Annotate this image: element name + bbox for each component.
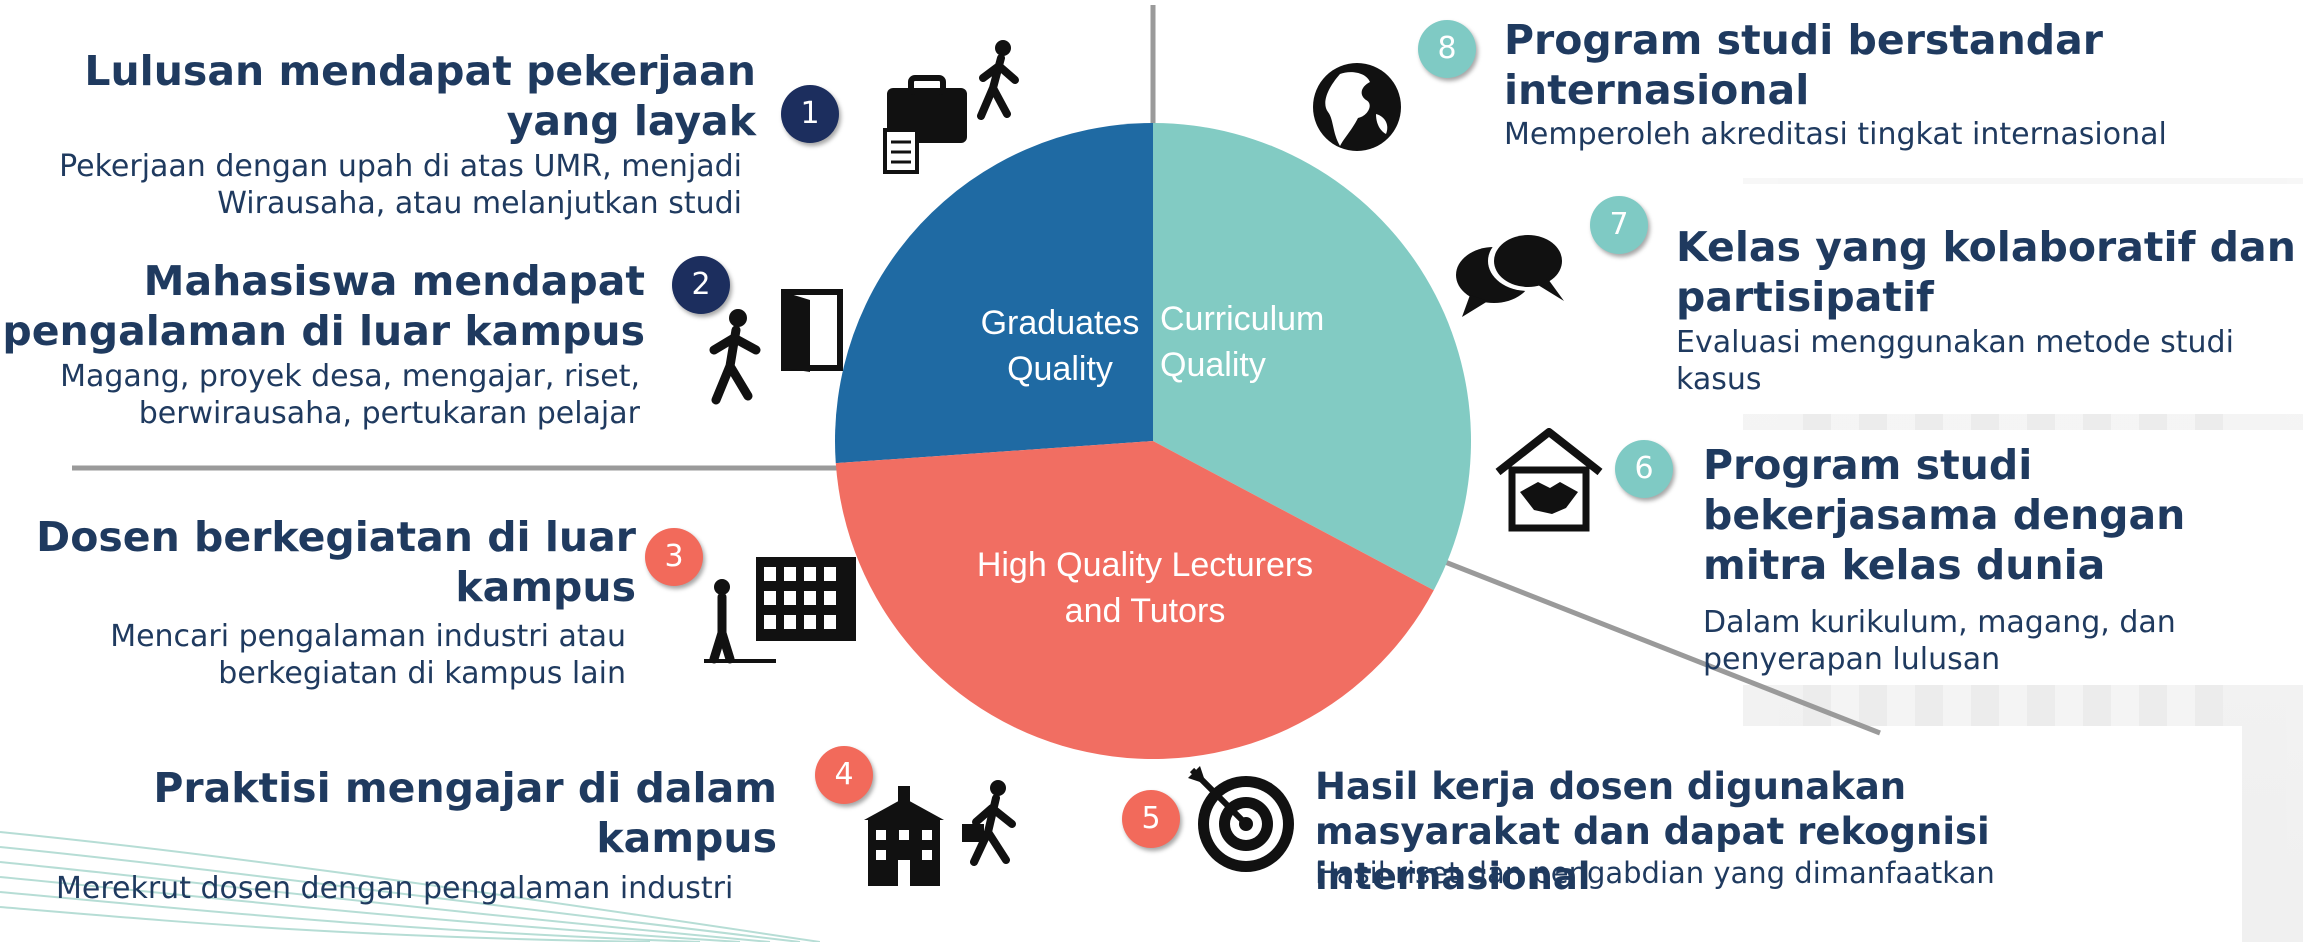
slice-curriculum <box>1153 123 1471 591</box>
item-1-badge: 1 <box>781 85 839 143</box>
item-1-title: Lulusan mendapat pekerjaan yang layak <box>84 47 756 145</box>
item-8-title: Program studi berstandar internasional <box>1504 16 2104 114</box>
person-exit-door-icon <box>709 289 843 405</box>
item-1-desc: Pekerjaan dengan upah di atas UMR, menja… <box>59 149 742 221</box>
handshake-house-icon <box>1495 428 1603 532</box>
school-walker-icon <box>864 780 1016 886</box>
item-7-desc: Evaluasi menggunakan metode studi kasus <box>1676 325 2234 397</box>
item-2-title: Mahasiswa mendapat pengalaman di luar ka… <box>2 257 645 355</box>
item-4-title: Praktisi mengajar di dalam kampus <box>153 764 777 862</box>
item-4-badge: 4 <box>815 746 873 804</box>
item-3-title: Dosen berkegiatan di luar kampus <box>36 513 636 611</box>
panel-7 <box>1656 184 2303 414</box>
globe-icon <box>1313 63 1401 151</box>
item-7-badge: 7 <box>1590 196 1648 254</box>
slice-graduates <box>835 123 1153 464</box>
person-building-icon <box>704 557 856 664</box>
item-5-title: Hasil kerja dosen digunakan masyarakat d… <box>1315 765 1990 898</box>
panel-8 <box>1486 0 2303 178</box>
quality-pie <box>835 123 1471 759</box>
item-4-desc: Merekrut dosen dengan pengalaman industr… <box>56 871 734 906</box>
item-2-desc: Magang, proyek desa, mengajar, riset, be… <box>60 359 640 431</box>
slice-lecturers <box>835 441 1434 759</box>
item-5-desc: Hasil riset dan pengabdian yang dimanfaa… <box>1315 856 1995 890</box>
item-2-badge: 2 <box>672 256 730 314</box>
panel-5 <box>1292 726 2242 942</box>
pie-label-curriculum: Curriculum Quality <box>1160 300 1325 384</box>
item-3-badge: 3 <box>645 528 703 586</box>
item-8-desc: Memperoleh akreditasi tingkat internasio… <box>1504 117 2167 152</box>
item-5-badge: 5 <box>1122 790 1180 848</box>
item-6-badge: 6 <box>1615 440 1673 498</box>
item-8-badge: 8 <box>1418 20 1476 78</box>
chat-bubbles-icon <box>1456 231 1568 317</box>
item-3-desc: Mencari pengalaman industri atau berkegi… <box>110 619 626 691</box>
briefcase-walker-icon <box>883 40 1019 174</box>
item-7-title: Kelas yang kolaboratif dan partisipatif <box>1676 223 2296 321</box>
diagonal-divider <box>1439 557 1881 736</box>
pie-label-graduates: Graduates Quality <box>980 304 1140 388</box>
item-6-title: Program studi bekerjasama dengan mitra k… <box>1703 441 2186 589</box>
decorative-waves <box>0 831 820 942</box>
target-icon <box>1188 766 1294 872</box>
item-6-desc: Dalam kurikulum, magang, dan penyerapan … <box>1703 605 2176 677</box>
panel-6 <box>1690 430 2303 685</box>
pie-label-lecturers: High Quality Lecturers and Tutors <box>976 546 1314 630</box>
